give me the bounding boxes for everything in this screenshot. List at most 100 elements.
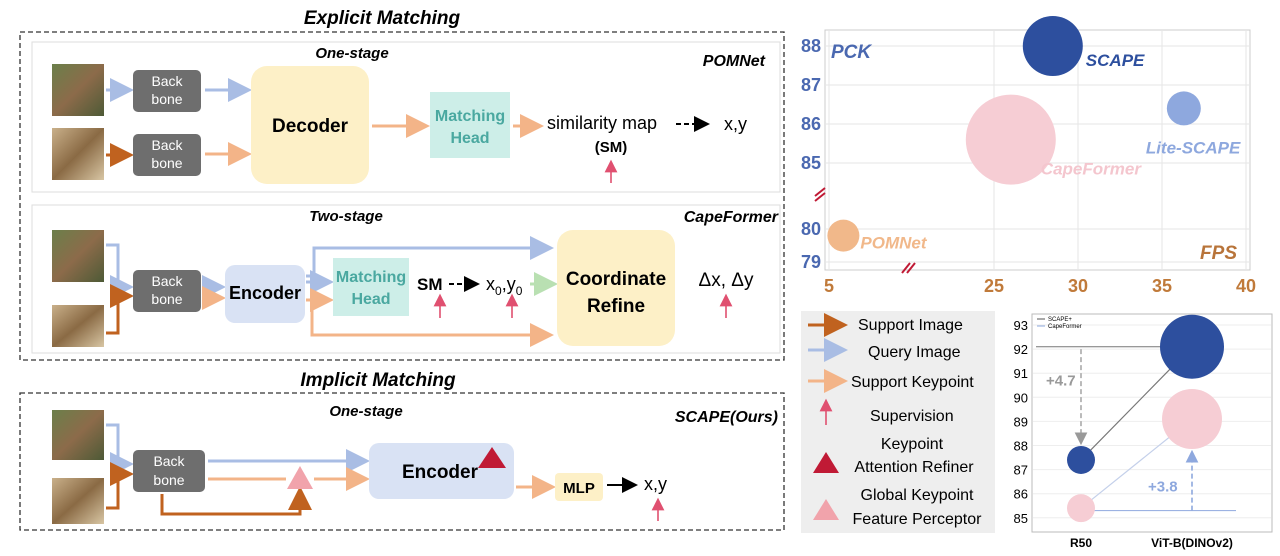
panel1-backbone-support-label1: Back xyxy=(151,137,183,153)
legend: Support Image Query Image Support Keypoi… xyxy=(801,311,995,533)
panel2-query-path xyxy=(106,243,134,299)
panel2-query-image xyxy=(52,230,104,282)
panel1-matching-label2: Head xyxy=(450,130,489,147)
backbone-y-tick: 92 xyxy=(1014,342,1028,357)
pck-axis-label: PCK xyxy=(831,42,872,63)
panel3-query-image xyxy=(52,410,104,460)
panel3-backbone-label2: bone xyxy=(153,472,184,488)
panel2-x0y0: x0,y0 xyxy=(486,274,523,298)
implicit-outer-box xyxy=(19,392,785,531)
panel2-encoder-label: Encoder xyxy=(229,283,301,303)
panel3-mlp-label: MLP xyxy=(563,480,595,497)
panel3-backbone xyxy=(133,450,205,492)
pck-tick-label: 85 xyxy=(801,153,821,173)
label-scape: SCAPE xyxy=(1086,51,1145,70)
panel1-backbone-query-label2: bone xyxy=(151,91,182,107)
panel1-output: x,y xyxy=(724,114,747,134)
point-lite-scape xyxy=(1166,91,1201,126)
gain-label-capeformer: +3.8 xyxy=(1148,478,1178,495)
panel2-matching-label1: Matching xyxy=(336,269,406,286)
legend-attention-refiner-label1: Keypoint xyxy=(881,436,944,453)
backbone-y-tick: 90 xyxy=(1014,390,1028,405)
capeformer-point xyxy=(1067,494,1095,523)
panel3-encoder xyxy=(369,443,514,499)
point-pomnet xyxy=(827,219,860,252)
fps-tick-label: 30 xyxy=(1068,276,1088,296)
panel3-mlp xyxy=(555,473,603,501)
panel2-matching-head xyxy=(333,258,409,316)
scape-plus-point xyxy=(1067,445,1095,474)
panel1-backbone-support-label2: bone xyxy=(151,155,182,171)
panel1-sim-map: similarity map xyxy=(547,113,657,133)
backbone-chart-legend: SCAPE+ CapeFormer xyxy=(1037,317,1082,330)
fps-tick-label: 35 xyxy=(1152,276,1172,296)
panel3-support-image xyxy=(52,478,104,524)
pck-tick-label: 79 xyxy=(801,252,821,272)
fps-tick-label: 5 xyxy=(824,276,834,296)
panel3-encoder-label: Encoder xyxy=(402,462,479,483)
panel2-matching-label2: Head xyxy=(351,291,390,308)
legend-feature-perceptor-label1: Global Keypoint xyxy=(861,487,975,504)
pck-tick-label: 88 xyxy=(801,36,821,56)
panel1-query-image xyxy=(52,64,104,116)
legend-attention-refiner-icon xyxy=(813,452,839,473)
label-lite-scape: Lite-SCAPE xyxy=(1146,138,1241,157)
backbone-x-tick: R50 xyxy=(1070,536,1092,550)
panel2-support-path xyxy=(106,284,134,335)
pck-tick-label: 86 xyxy=(801,114,821,134)
backbone-y-tick: 87 xyxy=(1014,463,1028,478)
panel1-backbone-query-label1: Back xyxy=(151,73,183,89)
panel1-backbone-support xyxy=(133,134,201,176)
label-capeformer: CapeFormer xyxy=(1041,160,1143,179)
legend-attention-refiner-label2: Attention Refiner xyxy=(854,459,974,476)
capeformer-point xyxy=(1162,388,1222,449)
panel2-support-to-refine xyxy=(310,305,554,347)
panel2-encoder xyxy=(225,265,305,323)
panel1-matching-head xyxy=(430,92,510,158)
backbone-y-tick: 86 xyxy=(1014,487,1028,502)
backbone-y-tick: 91 xyxy=(1014,366,1028,381)
panel1-box xyxy=(31,41,781,193)
global-keypoint-perceptor-icon xyxy=(287,466,313,489)
backbone-y-tick: 85 xyxy=(1014,511,1028,526)
backbone-y-tick: 88 xyxy=(1014,439,1028,454)
backbone-y-tick: 89 xyxy=(1014,414,1028,429)
backbone-y-tick: 93 xyxy=(1014,318,1028,333)
panel2-refine-label2: Refine xyxy=(587,296,645,317)
legend-feature-perceptor-icon xyxy=(813,499,839,520)
explicit-title: Explicit Matching xyxy=(304,8,461,29)
panel1-stage: One-stage xyxy=(315,45,388,62)
fps-axis-label: FPS xyxy=(1200,243,1237,264)
keypoint-attention-refiner-icon xyxy=(478,447,506,468)
explicit-outer-box xyxy=(19,31,785,361)
panel2-backbone-label2: bone xyxy=(151,291,182,307)
panel2-backbone xyxy=(133,270,201,312)
legend-capeformer: CapeFormer xyxy=(1048,324,1082,330)
point-scape xyxy=(1022,16,1083,76)
backbone-x-tick: ViT-B(DINOv2) xyxy=(1151,536,1233,550)
implicit-title: Implicit Matching xyxy=(300,370,456,391)
panel1-backbone-query xyxy=(133,70,201,112)
gain-label-scape: +4.7 xyxy=(1046,372,1076,389)
panel3-query-path xyxy=(106,423,134,476)
panel3-stage: One-stage xyxy=(329,403,402,420)
fps-tick-label: 25 xyxy=(984,276,1004,296)
legend-query-image-label: Query Image xyxy=(868,344,961,361)
panel2-backbone-label1: Back xyxy=(151,273,183,289)
pck-tick-label: 87 xyxy=(801,75,821,95)
panel2-coordinate-refine xyxy=(557,230,675,346)
panel2-method: CapeFormer xyxy=(684,209,779,226)
panel1-decoder-label: Decoder xyxy=(272,116,349,137)
panel2-sm: SM xyxy=(417,275,443,294)
panel2-refine-label1: Coordinate xyxy=(566,269,666,290)
panel2-stage: Two-stage xyxy=(309,208,383,225)
pck-tick-label: 80 xyxy=(801,219,821,239)
panel2-support-image xyxy=(52,305,104,347)
x-axis-break-icon xyxy=(901,262,916,274)
panel3-output: x,y xyxy=(644,474,667,494)
panel3-method: SCAPE(Ours) xyxy=(675,409,778,426)
scape-plus-point xyxy=(1160,314,1224,379)
panel1-sm: (SM) xyxy=(595,139,628,156)
